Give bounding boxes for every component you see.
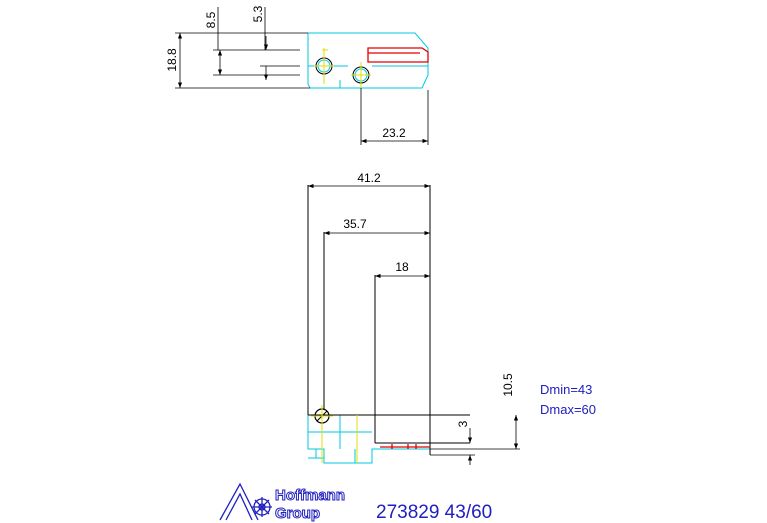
dim-23-2: 23.2	[382, 126, 406, 140]
front-view-centerlines	[311, 405, 358, 463]
top-view-centerlines	[314, 48, 371, 88]
dim-5-3: 5.3	[251, 5, 265, 22]
dim-41-2: 41.2	[357, 171, 381, 185]
dim-18-8: 18.8	[165, 48, 179, 72]
dim-18: 18	[395, 260, 409, 274]
note-dmax: Dmax=60	[540, 402, 596, 417]
logo-line-1: Hoffmann	[275, 487, 345, 504]
note-dmin: Dmin=43	[540, 382, 592, 397]
dim-3: 3	[456, 420, 470, 427]
hoffmann-group-logo: Hoffmann Group	[219, 482, 346, 523]
logo-mark-icon	[219, 482, 272, 521]
logo-line-2: Group	[275, 505, 320, 522]
dim-8-5: 8.5	[204, 11, 218, 28]
dim-35-7: 35.7	[343, 217, 367, 231]
part-number: 273829 43/60	[376, 502, 492, 523]
front-view-structure	[307, 185, 470, 455]
front-view-seal	[380, 444, 430, 449]
top-view: 18.8 8.5 5.3 23.2	[165, 5, 429, 145]
dim-10-5: 10.5	[501, 373, 515, 397]
front-view: 41.2 35.7 18 10.5 3	[307, 171, 520, 465]
top-view-seal	[367, 47, 429, 63]
